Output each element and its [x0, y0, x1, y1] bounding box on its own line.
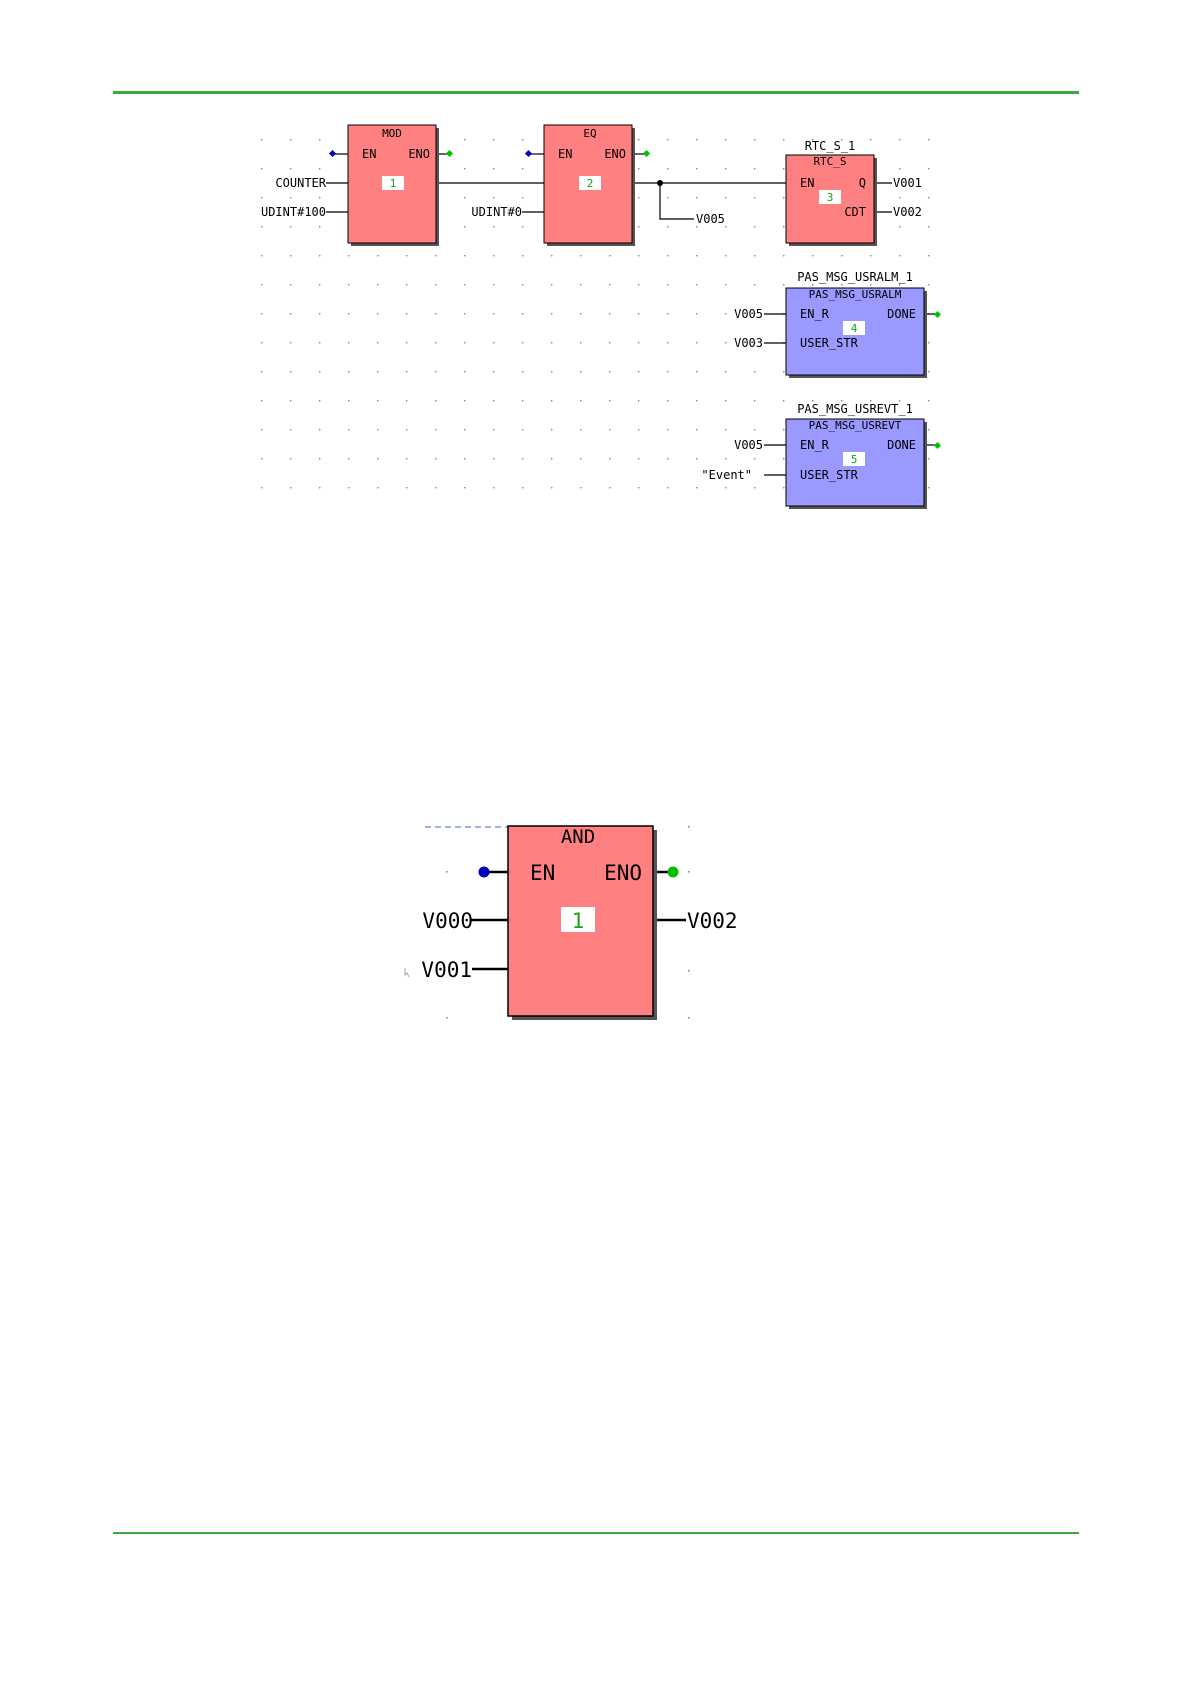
- var-v005-branch: V005: [696, 212, 725, 226]
- var-counter: COUNTER: [275, 176, 326, 190]
- en-connector-icon: [479, 867, 490, 878]
- var-udint0: UDINT#0: [471, 205, 522, 219]
- diagram-2: AND EN ENO 1 V000 V001 V002: [405, 826, 738, 1020]
- eno-pin-label: ENO: [408, 147, 430, 161]
- block-name: PAS_MSG_USRALM: [809, 288, 902, 301]
- var-v002: V002: [893, 205, 922, 219]
- block-number: 3: [827, 191, 834, 204]
- block-number: 2: [587, 177, 594, 190]
- block-name: AND: [561, 826, 595, 848]
- block-name: EQ: [583, 127, 596, 140]
- en-pin-label: EN: [362, 147, 376, 161]
- done-pin-label: DONE: [887, 438, 916, 452]
- done-pin-label: DONE: [887, 307, 916, 321]
- block-number: 4: [851, 322, 858, 335]
- mod-block[interactable]: MOD EN ENO 1: [348, 125, 439, 246]
- block-name: MOD: [382, 127, 402, 140]
- q-pin-label: Q: [859, 176, 866, 190]
- block-name: PAS_MSG_USREVT: [809, 419, 902, 432]
- var-v001: V001: [893, 176, 922, 190]
- eno-pin-label: ENO: [604, 147, 626, 161]
- en-r-pin-label: EN_R: [800, 438, 830, 452]
- var-v001: V001: [421, 958, 472, 982]
- and-block[interactable]: AND EN ENO 1: [508, 826, 657, 1020]
- var-v003: V003: [734, 336, 763, 350]
- diagram-1: MOD EN ENO 1 EQ EN ENO 2 RTC_S_1 RTC_S E…: [258, 125, 941, 509]
- en-r-pin-label: EN_R: [800, 307, 830, 321]
- user-str-pin-label: USER_STR: [800, 336, 859, 350]
- cursor-icon: [405, 968, 409, 977]
- var-udint100: UDINT#100: [261, 205, 326, 219]
- instance-name: PAS_MSG_USRALM_1: [797, 270, 913, 284]
- eno-connector-icon: [668, 867, 679, 878]
- en-pin-label: EN: [530, 861, 555, 885]
- eno-pin-label: ENO: [604, 861, 642, 885]
- var-v005-alm: V005: [734, 307, 763, 321]
- rtc-block[interactable]: RTC_S_1 RTC_S EN Q CDT 3: [786, 139, 877, 246]
- instance-name: PAS_MSG_USREVT_1: [797, 402, 913, 416]
- en-pin-label: EN: [800, 176, 814, 190]
- done-connector-icon: [934, 442, 941, 449]
- var-v000: V000: [422, 909, 473, 933]
- junction-dot: [657, 180, 663, 186]
- done-connector-icon: [934, 311, 941, 318]
- en-pin-label: EN: [558, 147, 572, 161]
- block-name: RTC_S: [813, 155, 846, 168]
- cdt-pin-label: CDT: [844, 205, 866, 219]
- block-number: 1: [572, 909, 585, 933]
- block-number: 1: [390, 177, 397, 190]
- eq-block[interactable]: EQ EN ENO 2: [544, 125, 635, 246]
- var-v002: V002: [687, 909, 738, 933]
- instance-name: RTC_S_1: [805, 139, 856, 153]
- var-v005-evt: V005: [734, 438, 763, 452]
- user-str-pin-label: USER_STR: [800, 468, 859, 482]
- block-number: 5: [851, 453, 858, 466]
- var-event: "Event": [701, 468, 752, 482]
